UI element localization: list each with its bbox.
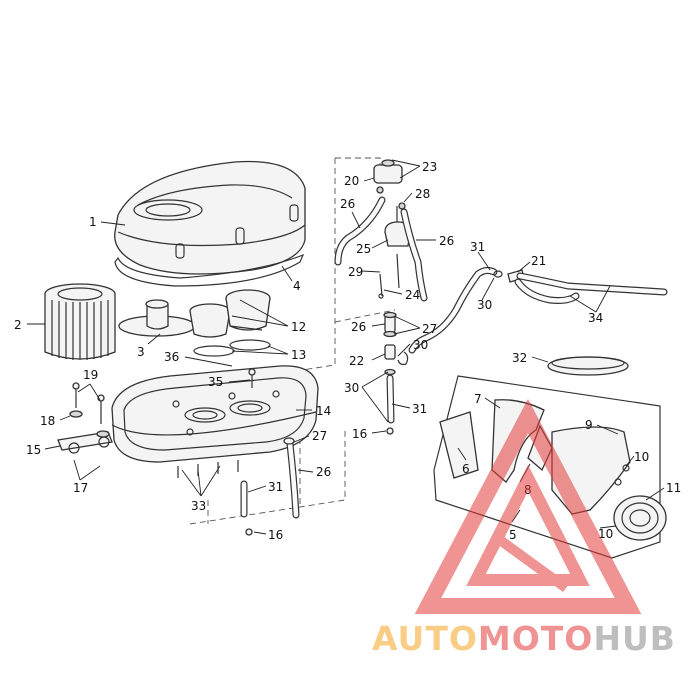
bolts-33 — [177, 460, 239, 478]
hose-clamp-32 — [547, 356, 629, 376]
callout-16-lower: 16 — [268, 528, 283, 542]
callout-11: 11 — [666, 481, 681, 495]
airbox-cover — [114, 160, 306, 275]
callout-26-upper-left: 26 — [340, 197, 355, 211]
callout-26-lower: 26 — [316, 465, 331, 479]
cover-gasket — [114, 253, 305, 287]
callout-30-middle: 30 — [413, 338, 428, 352]
callout-33: 33 — [191, 499, 206, 513]
o-rings — [193, 339, 271, 357]
leader-lines — [27, 159, 665, 535]
grommets-18 — [69, 410, 110, 438]
callout-24: 24 — [405, 288, 420, 302]
callout-23: 23 — [422, 160, 437, 174]
callout-30-upper: 30 — [477, 298, 492, 312]
velocity-stacks — [189, 289, 271, 338]
callout-22: 22 — [349, 354, 364, 368]
airbox-base — [111, 365, 319, 463]
screws-19 — [72, 382, 105, 424]
callout-18: 18 — [40, 414, 55, 428]
watermark: AUTOMOTOHUB — [372, 398, 676, 658]
callout-27-middle: 27 — [422, 322, 437, 336]
upper-hoses — [334, 196, 428, 302]
callout-1: 1 — [89, 215, 97, 229]
callout-12: 12 — [291, 320, 306, 334]
callout-4: 4 — [293, 279, 301, 293]
callout-27-lower: 27 — [312, 429, 327, 443]
callout-16-middle: 16 — [352, 427, 367, 441]
intake-funnel — [118, 299, 196, 337]
clips-24-29 — [378, 253, 400, 299]
callout-numbers: 1 2 3 4 12 13 14 15 17 18 19 35 36 33 27… — [14, 160, 681, 542]
callout-25: 25 — [356, 242, 371, 256]
callout-21: 21 — [531, 254, 546, 268]
callout-26-upper-right: 26 — [439, 234, 454, 248]
callout-3: 3 — [137, 345, 145, 359]
callout-5: 5 — [509, 528, 517, 542]
callout-34: 34 — [588, 311, 603, 325]
callout-31-middle: 31 — [412, 402, 427, 416]
callout-31-lower: 31 — [268, 480, 283, 494]
callout-10-lower: 10 — [598, 527, 613, 541]
callout-9: 9 — [585, 418, 593, 432]
callout-19: 19 — [83, 368, 98, 382]
screw-35 — [248, 368, 256, 388]
lower-hoses — [240, 437, 300, 536]
watermark-text: AUTOMOTOHUB — [372, 619, 676, 658]
connector-and-hoses-34 — [507, 269, 668, 304]
callout-28: 28 — [415, 187, 430, 201]
callout-7: 7 — [474, 392, 482, 406]
callout-30-lower: 30 — [344, 381, 359, 395]
callout-17: 17 — [73, 481, 88, 495]
callout-6: 6 — [462, 462, 470, 476]
long-hose-31 — [408, 266, 503, 354]
callout-2: 2 — [14, 318, 22, 332]
callout-31-upper: 31 — [470, 240, 485, 254]
middle-stack — [383, 311, 409, 435]
callout-10-upper: 10 — [634, 450, 649, 464]
callout-13: 13 — [291, 348, 306, 362]
valve-assembly — [373, 159, 411, 247]
callout-14: 14 — [316, 404, 331, 418]
callout-26-middle: 26 — [351, 320, 366, 334]
callout-15: 15 — [26, 443, 41, 457]
air-filter — [44, 283, 116, 360]
callout-29: 29 — [348, 265, 363, 279]
callout-32: 32 — [512, 351, 527, 365]
watermark-triangle-logo — [414, 398, 642, 614]
callout-35: 35 — [208, 375, 223, 389]
callout-20: 20 — [344, 174, 359, 188]
callout-36: 36 — [164, 350, 179, 364]
